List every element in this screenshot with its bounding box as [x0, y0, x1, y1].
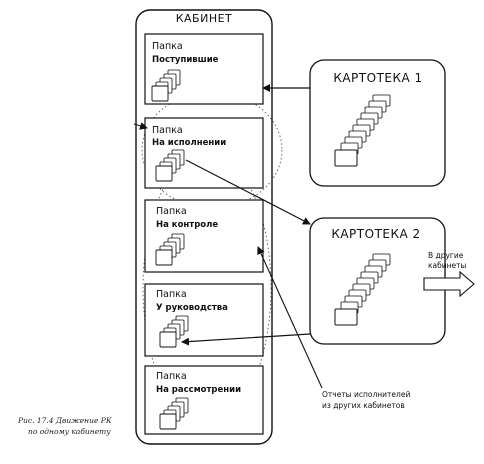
to-other-cabinets-label-line2: кабинеты: [428, 261, 467, 270]
folder-name: Поступившие: [152, 55, 219, 65]
cabinet-frame: [135, 9, 273, 445]
cabinet-title: КАБИНЕТ: [176, 12, 233, 25]
reports-to-control-arrow: [257, 246, 323, 389]
figure-caption-line1: Рис. 17.4 Движение РК: [17, 416, 112, 425]
folder-word: Папка: [156, 289, 187, 300]
folder-incoming: Папка Поступившие: [144, 33, 264, 105]
card-file-1-title: КАРТОТЕКА 1: [333, 71, 422, 85]
card-file-2: КАРТОТЕКА 2: [309, 217, 446, 345]
card-file-2-to-management-arrow: [181, 333, 311, 346]
figure-caption-line2: по одному кабинету: [28, 427, 111, 436]
card-file-1: КАРТОТЕКА 1: [309, 59, 446, 187]
to-other-cabinets-label-line1: В другие: [428, 251, 464, 260]
reports-label-line1: Отчеты исполнителей: [322, 390, 410, 399]
card-file-2-title: КАРТОТЕКА 2: [331, 227, 420, 241]
folder-word: Папка: [156, 206, 187, 217]
folder-with-management: Папка У руководства: [144, 283, 264, 357]
folder-name: На рассмотрении: [156, 385, 241, 395]
folder-under-review: Папка На рассмотрении: [144, 365, 264, 435]
folder-word: Папка: [152, 41, 183, 52]
folder-word: Папка: [156, 371, 187, 382]
lower-dotted-loop: [142, 151, 272, 425]
folder-name: У руководства: [156, 303, 228, 313]
folder-word: Папка: [152, 125, 183, 136]
to-other-cabinets-arrow: [423, 270, 475, 298]
folder-name: На контроле: [156, 220, 218, 230]
reports-label-line2: из других кабинетов: [322, 401, 405, 410]
loop-to-in-progress-arrow: [133, 122, 148, 130]
folder-in-progress: Папка На исполнении: [144, 117, 264, 189]
folder-name: На исполнении: [152, 138, 226, 148]
in-progress-to-card-file-2-arrow: [185, 159, 311, 225]
folder-on-control: Папка На контроле: [144, 199, 264, 273]
